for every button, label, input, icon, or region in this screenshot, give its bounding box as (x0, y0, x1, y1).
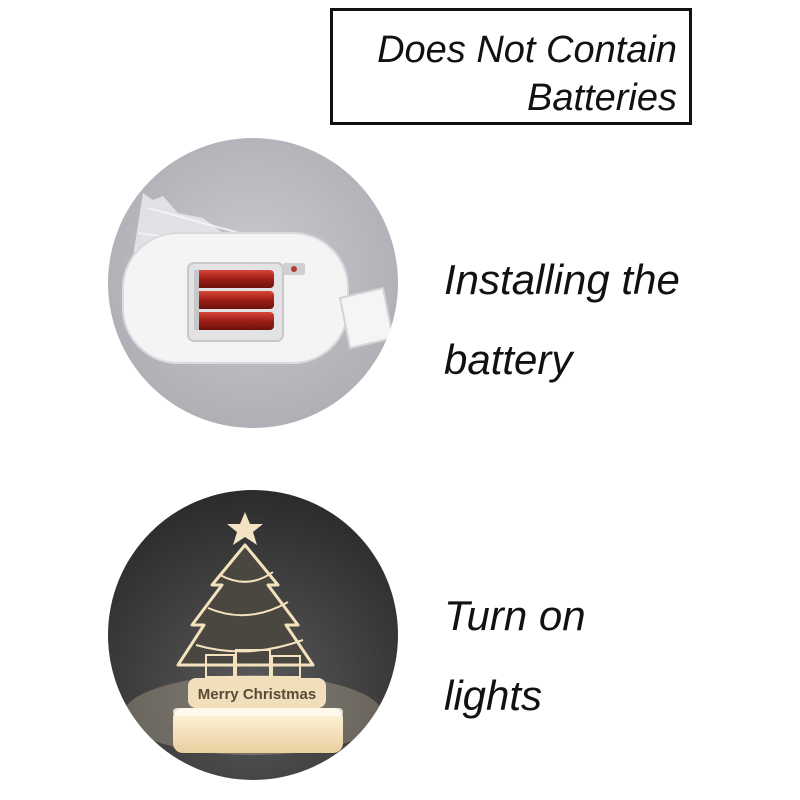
lights-caption-line-1: Turn on (444, 592, 586, 639)
lights-on-photo: Merry Christmas (108, 490, 398, 780)
lamp-text: Merry Christmas (198, 686, 316, 703)
no-batteries-notice: Does Not Contain Batteries (330, 8, 692, 125)
christmas-tree-lamp-icon: Merry Christmas (108, 490, 398, 780)
lights-caption-line-2: lights (444, 672, 543, 719)
battery-install-photo (108, 138, 398, 428)
install-caption-line-2: battery (444, 336, 573, 383)
install-caption-line-1: Installing the (444, 256, 680, 303)
battery-compartment-icon (108, 138, 398, 428)
notice-line-2: Batteries (527, 77, 677, 119)
notice-line-1: Does Not Contain (377, 29, 677, 71)
